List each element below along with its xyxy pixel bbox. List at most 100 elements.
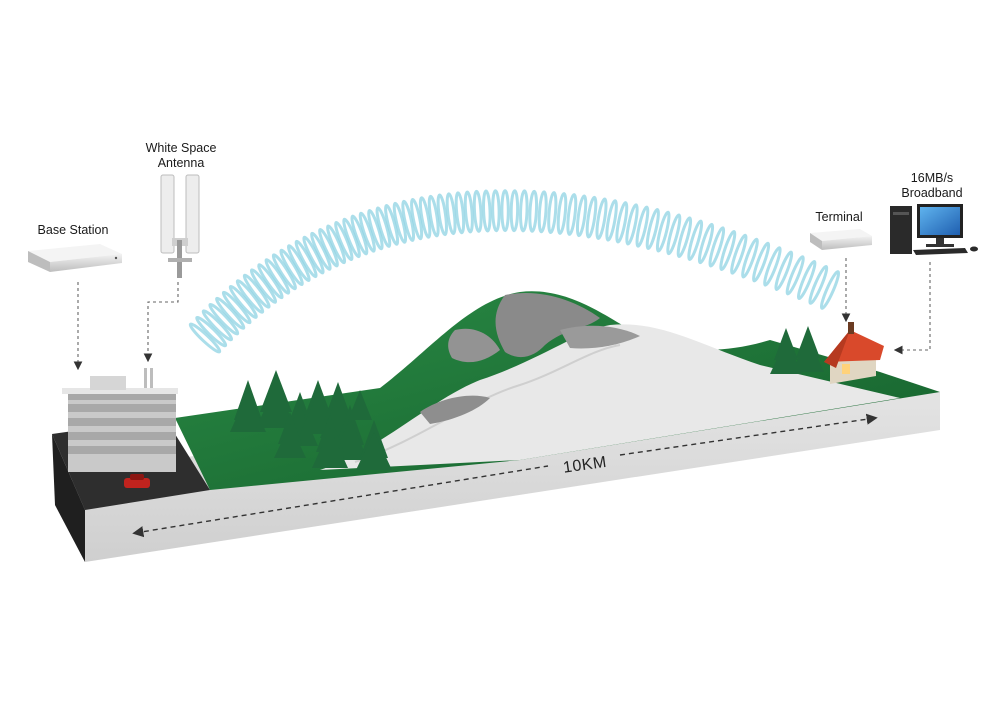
signal-ring (547, 191, 558, 235)
signal-ring (454, 191, 466, 235)
signal-ring (719, 229, 737, 272)
signal-ring (242, 273, 271, 309)
signal-ring (302, 235, 325, 275)
label-antenna-line2: Antenna (157, 156, 205, 170)
signal-ring (392, 201, 408, 244)
signal-ring (796, 259, 817, 301)
signal-ring (763, 246, 782, 287)
signal-ring (318, 228, 339, 268)
signal-ring (676, 216, 693, 258)
label-broadband-line2: Broadband (901, 186, 963, 200)
computer-icon (890, 204, 978, 255)
signal-ring (500, 189, 510, 233)
signal-ring (774, 250, 794, 291)
signal-ring (509, 189, 520, 233)
signal-ring (334, 220, 354, 262)
signal-ring (605, 199, 618, 242)
signal-ring (741, 237, 759, 279)
signal-ring (279, 248, 304, 287)
signal-ring (436, 193, 448, 237)
tree-icon (348, 390, 372, 420)
signal-ring (566, 193, 578, 236)
signal-ring (221, 290, 252, 325)
signal-ring (472, 189, 483, 233)
distance-label: 10KM (562, 454, 608, 477)
signal-ring (375, 206, 392, 248)
signal-ring (625, 203, 639, 246)
signal-ring (595, 197, 608, 240)
antenna-icon (160, 174, 200, 278)
signal-ring (264, 258, 291, 295)
signal-ring (310, 231, 332, 271)
signal-ring (249, 268, 278, 304)
tree-icon (274, 412, 306, 458)
signal-ring (208, 302, 240, 336)
label-antenna-line1: White Space (145, 141, 217, 155)
hill-section (320, 324, 900, 470)
building-icon (62, 368, 178, 472)
house-icon (824, 322, 884, 384)
signal-ring (326, 224, 347, 265)
signal-ring (201, 309, 234, 342)
terminal-router-icon (810, 229, 872, 250)
signal-ring (528, 189, 539, 233)
label-antenna: White Space Antenna (136, 141, 226, 171)
signal-ring (537, 190, 548, 234)
signal-ring (215, 296, 246, 330)
signal-ring (463, 190, 474, 234)
tree-icon (770, 328, 802, 374)
connectors (73, 258, 931, 371)
signal-ring (286, 244, 311, 282)
tree-icon (256, 370, 296, 428)
signal-ring (491, 189, 501, 233)
signal-ring (575, 194, 588, 238)
tree-icon (230, 380, 266, 432)
signal-ring (819, 270, 841, 310)
signal-ring (556, 192, 568, 235)
label-broadband-line1: 16MB/s (910, 171, 954, 185)
signal-ring (519, 189, 529, 233)
signal-ring (188, 322, 222, 354)
signal-ring (342, 217, 361, 259)
signal-ring (730, 233, 748, 275)
signal-ring (697, 222, 715, 265)
rock-patch (495, 292, 600, 358)
signal-ring (257, 263, 284, 300)
signal-ring (418, 196, 432, 239)
forest (230, 326, 866, 470)
signal-ring (445, 192, 457, 236)
tree-icon (792, 326, 824, 372)
signal-ring (350, 214, 369, 256)
signal-ring (655, 210, 671, 253)
signal-ring (482, 189, 492, 233)
signal-ring (358, 211, 376, 253)
signal-ring (294, 239, 318, 279)
tree-icon (312, 415, 348, 468)
signal-ring (687, 219, 704, 262)
signal-ring (384, 204, 400, 246)
signal-ring (635, 205, 650, 248)
signal-ring (271, 253, 297, 291)
label-terminal: Terminal (815, 210, 863, 224)
signal-ring (808, 264, 829, 305)
signal-ring (585, 195, 598, 239)
signal-ring (708, 226, 726, 268)
signal-ring (785, 255, 805, 296)
label-base-station: Base Station (37, 223, 109, 237)
signal-ring (235, 279, 265, 314)
terrain (52, 291, 940, 562)
signal-ring (195, 315, 228, 348)
signal-ring (645, 208, 660, 250)
signal-arc (188, 189, 841, 354)
tree-icon (356, 420, 392, 470)
car-icon (124, 474, 150, 488)
signal-ring (427, 194, 440, 238)
router-icon (28, 244, 122, 272)
signal-ring (752, 241, 771, 283)
label-broadband: 16MB/s Broadband (892, 171, 972, 201)
distance-indicator: 10KM (132, 413, 878, 538)
signal-ring (367, 208, 384, 251)
signal-ring (666, 213, 682, 256)
